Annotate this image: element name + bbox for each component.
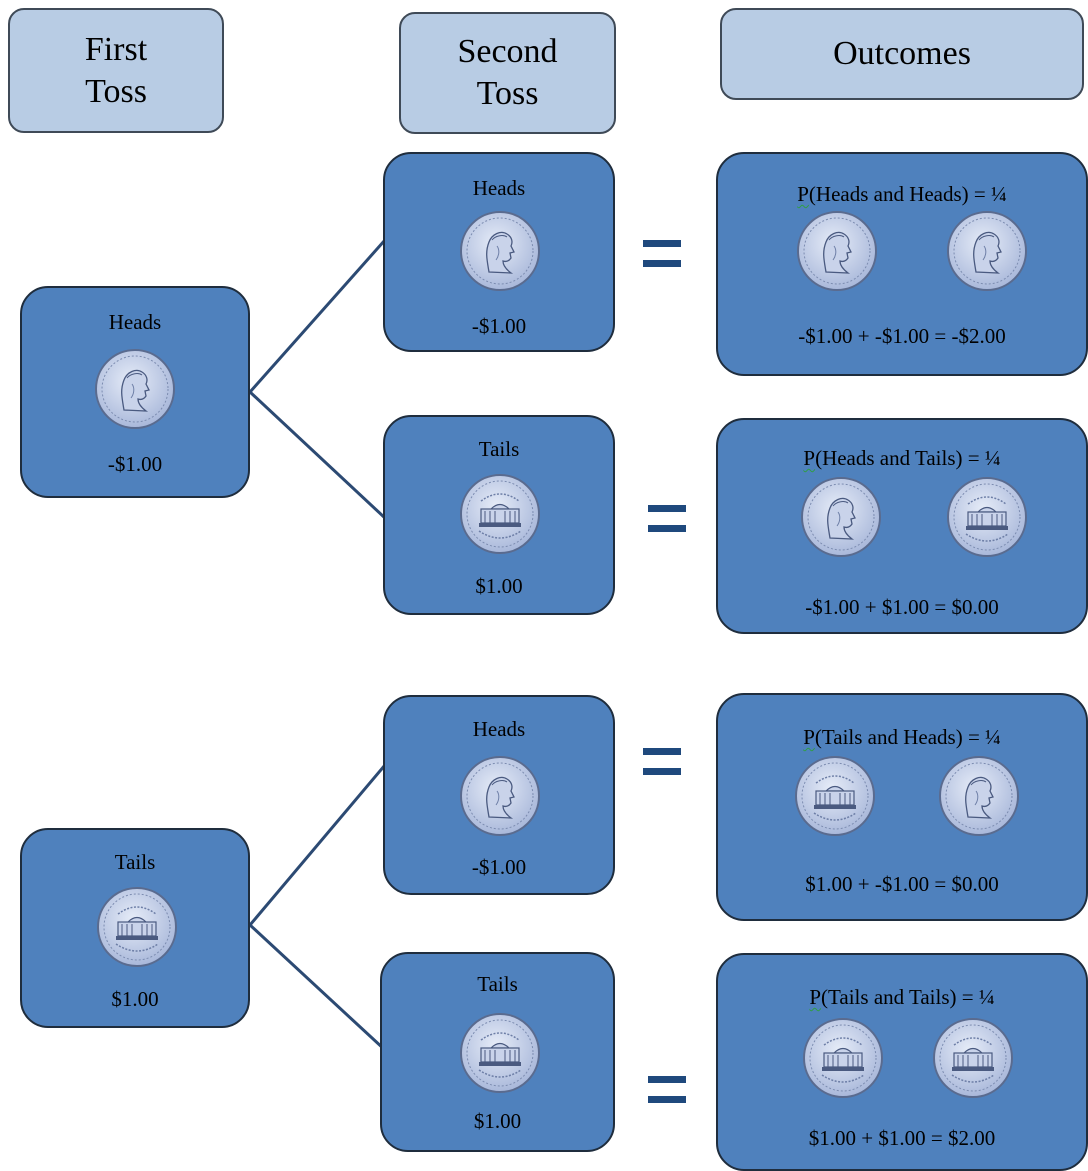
outcome-heads-tails: P(Heads and Tails) = ¼ -$1.00 + $1.00 = … [716, 418, 1088, 634]
node-side-label: Heads [108, 310, 162, 334]
outcome-sum: -$1.00 + -$1.00 = -$2.00 [798, 324, 1006, 348]
heads-coin-icon [459, 210, 541, 292]
node-side-label: Heads [472, 717, 526, 741]
tails-coin-icon [459, 473, 541, 555]
second-toss-heads-node-2: Heads -$1.00 [383, 695, 615, 895]
equals-sign [643, 240, 681, 270]
node-value-label: -$1.00 [471, 314, 527, 338]
probability-p: P [803, 446, 816, 470]
connector-tails-heads [248, 764, 387, 926]
heads-coin-icon [946, 210, 1028, 292]
outcome-sum: -$1.00 + $1.00 = $0.00 [805, 595, 999, 619]
tails-coin-icon [802, 1017, 884, 1099]
heads-coin-icon [796, 210, 878, 292]
outcome-sum: $1.00 + $1.00 = $2.00 [808, 1126, 996, 1150]
connector-heads-heads [248, 239, 387, 393]
header-outcomes-label: Outcomes [833, 35, 971, 72]
outcome-sum: $1.00 + -$1.00 = $0.00 [805, 872, 999, 896]
first-toss-heads-node: Heads -$1.00 [20, 286, 250, 498]
heads-coin-icon [459, 755, 541, 837]
equals-sign [648, 1076, 686, 1106]
tails-coin-icon [932, 1017, 1014, 1099]
outcome-heads-heads: P(Heads and Heads) = ¼ -$1.00 + -$1.00 =… [716, 152, 1088, 376]
heads-coin-icon [94, 348, 176, 430]
heads-coin-icon [800, 476, 882, 558]
probability-text: (Tails and Heads) = ¼ [814, 725, 1001, 749]
probability-line: P(Heads and Tails) = ¼ [718, 446, 1086, 471]
node-side-label: Tails [477, 972, 518, 996]
node-value-label: -$1.00 [107, 452, 163, 476]
first-toss-tails-node: Tails $1.00 [20, 828, 250, 1028]
probability-p: P [803, 725, 815, 749]
probability-line: P(Heads and Heads) = ¼ [718, 182, 1086, 207]
node-value-label: $1.00 [475, 574, 523, 598]
node-side-label: Tails [478, 437, 520, 461]
probability-p: P [797, 182, 809, 206]
probability-line: P(Tails and Heads) = ¼ [718, 725, 1086, 750]
heads-coin-icon [938, 755, 1020, 837]
second-toss-heads-node-1: Heads -$1.00 [383, 152, 615, 352]
probability-line: P(Tails and Tails) = ¼ [718, 985, 1086, 1010]
probability-text: (Tails and Tails) = ¼ [821, 985, 995, 1009]
tails-coin-icon [794, 755, 876, 837]
connector-tails-tails [248, 923, 387, 1052]
header-second-line2: Toss [476, 75, 539, 112]
outcome-tails-heads: P(Tails and Heads) = ¼ $1.00 + -$1.00 = … [716, 693, 1088, 921]
second-toss-tails-node-2: Tails $1.00 [380, 952, 615, 1152]
connector-heads-tails [248, 390, 387, 520]
node-side-label: Heads [472, 176, 526, 200]
header-outcomes: Outcomes [720, 8, 1084, 100]
node-side-label: Tails [114, 850, 156, 874]
probability-p: P [809, 985, 822, 1009]
node-value-label: -$1.00 [471, 855, 527, 879]
tails-coin-icon [459, 1012, 541, 1094]
node-value-label: $1.00 [473, 1109, 522, 1133]
tails-coin-icon [96, 886, 178, 968]
node-value-label: $1.00 [111, 987, 159, 1011]
outcome-tails-tails: P(Tails and Tails) = ¼ $1.00 + $1.00 = $… [716, 953, 1088, 1171]
header-first-line2: Toss [85, 72, 147, 110]
probability-text: (Heads and Heads) = ¼ [808, 182, 1007, 206]
header-second-line1: Second [457, 33, 558, 70]
probability-text: (Heads and Tails) = ¼ [815, 446, 1001, 470]
header-first-line1: First [84, 30, 148, 68]
equals-sign [643, 748, 681, 778]
equals-sign [648, 505, 686, 535]
second-toss-tails-node-1: Tails $1.00 [383, 415, 615, 615]
tails-coin-icon [946, 476, 1028, 558]
